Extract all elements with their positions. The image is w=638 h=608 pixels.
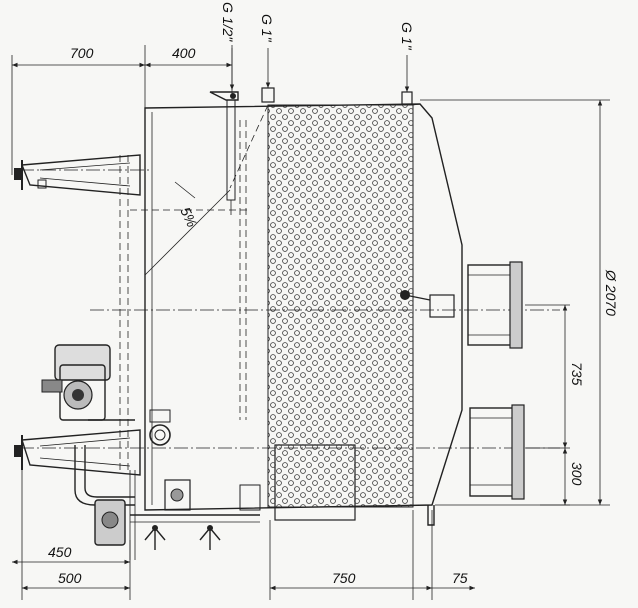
right-dimensions: Ø 2070 735 300 [420,99,619,506]
right-manholes [400,261,525,526]
dim-700: 700 [70,45,94,61]
bottom-dimensions: 450 500 750 75 [12,470,475,600]
top-fittings [209,87,413,105]
top-dimensions: 700 400 [11,45,233,175]
dim-diameter-2070: Ø 2070 [603,269,619,316]
slope-label: 5% [177,205,200,230]
dim-735: 735 [569,362,585,386]
dim-750: 750 [332,570,356,586]
dim-500: 500 [58,570,82,586]
dim-450: 450 [48,544,72,560]
fitting-g1-mid [261,87,275,103]
lower-left-bracket [14,429,141,476]
connection-labels: G 1/2" G 1" G 1" [220,2,415,92]
pump-assembly [41,344,171,446]
bottom-piping [74,445,261,560]
tank-body: 5% [20,99,560,521]
connection-g-half-label: G 1/2" [220,2,236,42]
dim-400: 400 [172,45,196,61]
dim-75: 75 [452,570,468,586]
fitting-g1-right [401,91,413,105]
connection-g1-mid-label: G 1" [259,14,275,43]
upper-left-bracket [14,154,141,196]
dim-300: 300 [569,462,585,486]
connection-g1-right-label: G 1" [399,22,415,51]
